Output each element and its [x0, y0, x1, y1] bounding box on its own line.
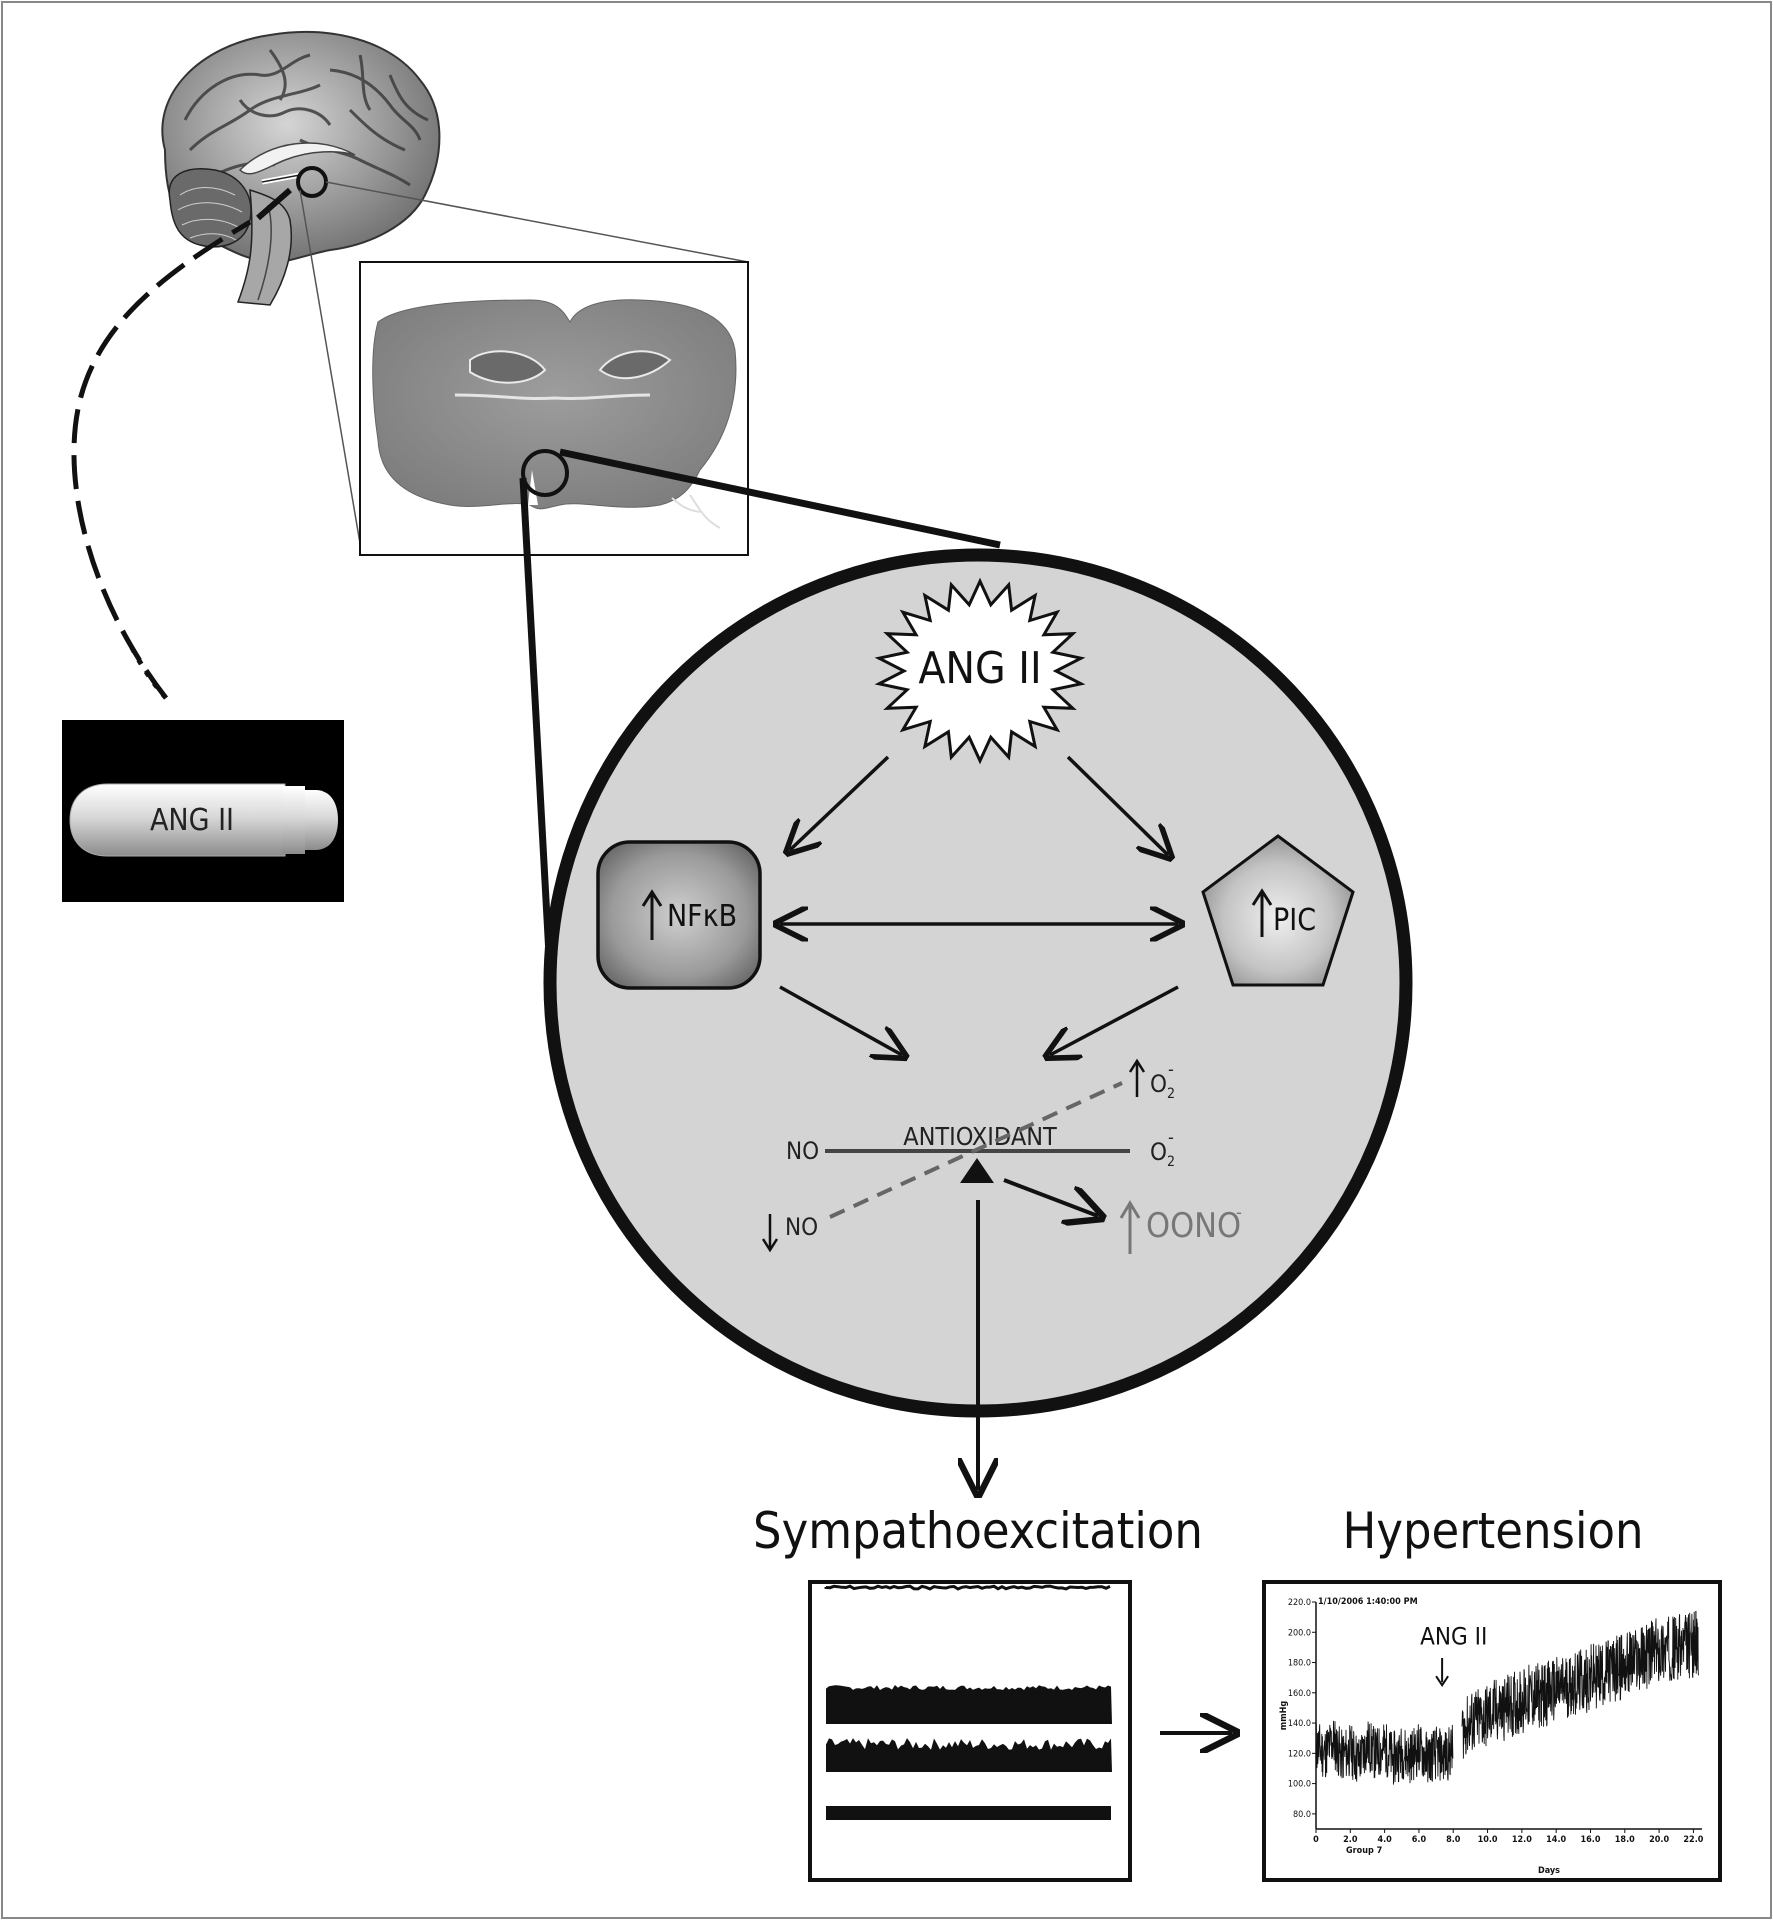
o2-sup: -: [1168, 1127, 1174, 1148]
down-no-text: NO: [785, 1213, 818, 1241]
x-tick-label: 10.0: [1478, 1835, 1498, 1845]
catheter-line: [71, 219, 252, 700]
arrow-to-oono: [1003, 1178, 1098, 1216]
oono-label: OONO -: [1119, 1200, 1242, 1254]
sna-trace: [826, 1806, 1111, 1820]
brain-sagittal-image: [161, 31, 441, 306]
y-tick-label: 120.0: [1288, 1749, 1311, 1759]
hypertension-title: Hypertension: [1343, 1502, 1644, 1560]
ang-ii-starburst: ANG II: [874, 577, 1086, 765]
y-tick-label: 180.0: [1288, 1659, 1311, 1669]
sna-trace: [826, 1738, 1112, 1772]
bp-chart-box: 220.0 200.0 180.0 160.0 140.0 120.0 100.0 80.0 0…: [1262, 1580, 1722, 1882]
y-tick-label: 100.0: [1288, 1780, 1311, 1790]
x-axis-sublabel: Group 7: [1346, 1846, 1382, 1856]
x-tick-label: 6.0: [1412, 1835, 1427, 1845]
x-tick-label: 12.0: [1512, 1835, 1532, 1845]
sna-recording-box: [808, 1580, 1132, 1882]
x-tick-label: 22.0: [1683, 1835, 1703, 1845]
y-axis-label: mmHg: [1279, 1701, 1289, 1731]
x-tick-label: 4.0: [1377, 1835, 1392, 1845]
catheter-tip: [256, 187, 292, 221]
sympathoexcitation-title: Sympathoexcitation: [753, 1502, 1203, 1560]
down-arrow-head-icon: [761, 1238, 779, 1253]
o2-sub: 2: [1167, 1154, 1175, 1170]
up-arrow-head-icon: [1128, 1058, 1146, 1073]
sna-trace: [826, 1685, 1112, 1724]
y-tick-label: 200.0: [1288, 1628, 1311, 1638]
up-arrow-head-icon: [641, 889, 663, 907]
zoom-wedge: [519, 448, 1001, 1011]
brain-slice-image: [359, 261, 749, 556]
pic-pentagon: PIC: [1201, 834, 1355, 987]
x-tick-label: 0: [1313, 1835, 1319, 1845]
y-tick-label: 220.0: [1288, 1598, 1311, 1608]
x-tick-label: 2.0: [1343, 1835, 1358, 1845]
y-tick-label: 140.0: [1288, 1719, 1311, 1729]
x-tick-label: 20.0: [1649, 1835, 1669, 1845]
y-tick-label: 80.0: [1293, 1810, 1311, 1820]
down-no-label: NO: [761, 1213, 818, 1253]
bp-series-line: [1315, 1720, 1454, 1785]
annotation-arrow-head-icon: [1435, 1675, 1449, 1688]
pump-label: ANG II: [150, 803, 234, 838]
arrow-ang-to-nfkb: [790, 755, 890, 850]
nfkb-label: NFκB: [667, 899, 737, 934]
x-tick-label: 8.0: [1446, 1835, 1461, 1845]
zoom-line: [299, 189, 363, 556]
x-tick-label: 14.0: [1546, 1835, 1566, 1845]
arrow-nfkb-to-balance: [779, 985, 902, 1055]
starburst-label: ANG II: [918, 643, 1041, 694]
slice-site-circle: [521, 449, 569, 497]
up-arrow-head-icon: [1251, 888, 1273, 906]
nfkb-box: NFκB: [596, 840, 762, 990]
up-o2-sub: 2: [1167, 1086, 1175, 1102]
x-tick-label: 18.0: [1615, 1835, 1635, 1845]
up-o2-base: O: [1150, 1070, 1167, 1098]
osmotic-pump: ANG II: [62, 720, 344, 902]
balance-left-label: NO: [786, 1137, 819, 1165]
up-o2-label: O 2 -: [1128, 1058, 1175, 1102]
tilted-beam: [829, 1081, 1123, 1219]
fulcrum-icon: [960, 1158, 994, 1183]
up-o2-sup: -: [1168, 1059, 1174, 1080]
x-axis-label: Days: [1538, 1866, 1560, 1876]
y-tick-label: 160.0: [1288, 1689, 1311, 1699]
ang-ii-annotation: ANG II: [1420, 1622, 1487, 1650]
chart-title: 1/10/2006 1:40:00 PM: [1318, 1597, 1418, 1607]
balance-right-label: O 2 -: [1150, 1127, 1175, 1170]
arrow-ang-to-pic: [1066, 755, 1168, 855]
x-tick-label: 16.0: [1580, 1835, 1600, 1845]
oono-sup: -: [1236, 1202, 1242, 1223]
o2-base: O: [1150, 1138, 1167, 1166]
redox-balance: ANTIOXIDANT NO O 2 - O 2 - NO OONO -: [761, 1058, 1242, 1490]
oono-text: OONO: [1146, 1206, 1241, 1246]
up-arrow-head-icon: [1119, 1200, 1141, 1219]
zoom-line: [325, 181, 749, 263]
arrow-pic-to-balance: [1050, 985, 1179, 1055]
bp-series-line: [1461, 1610, 1699, 1759]
bp-chart: 220.0 200.0 180.0 160.0 140.0 120.0 100.0 80.0 0…: [1279, 1597, 1704, 1876]
sna-trace: [824, 1584, 1111, 1591]
pic-label: PIC: [1273, 903, 1316, 938]
